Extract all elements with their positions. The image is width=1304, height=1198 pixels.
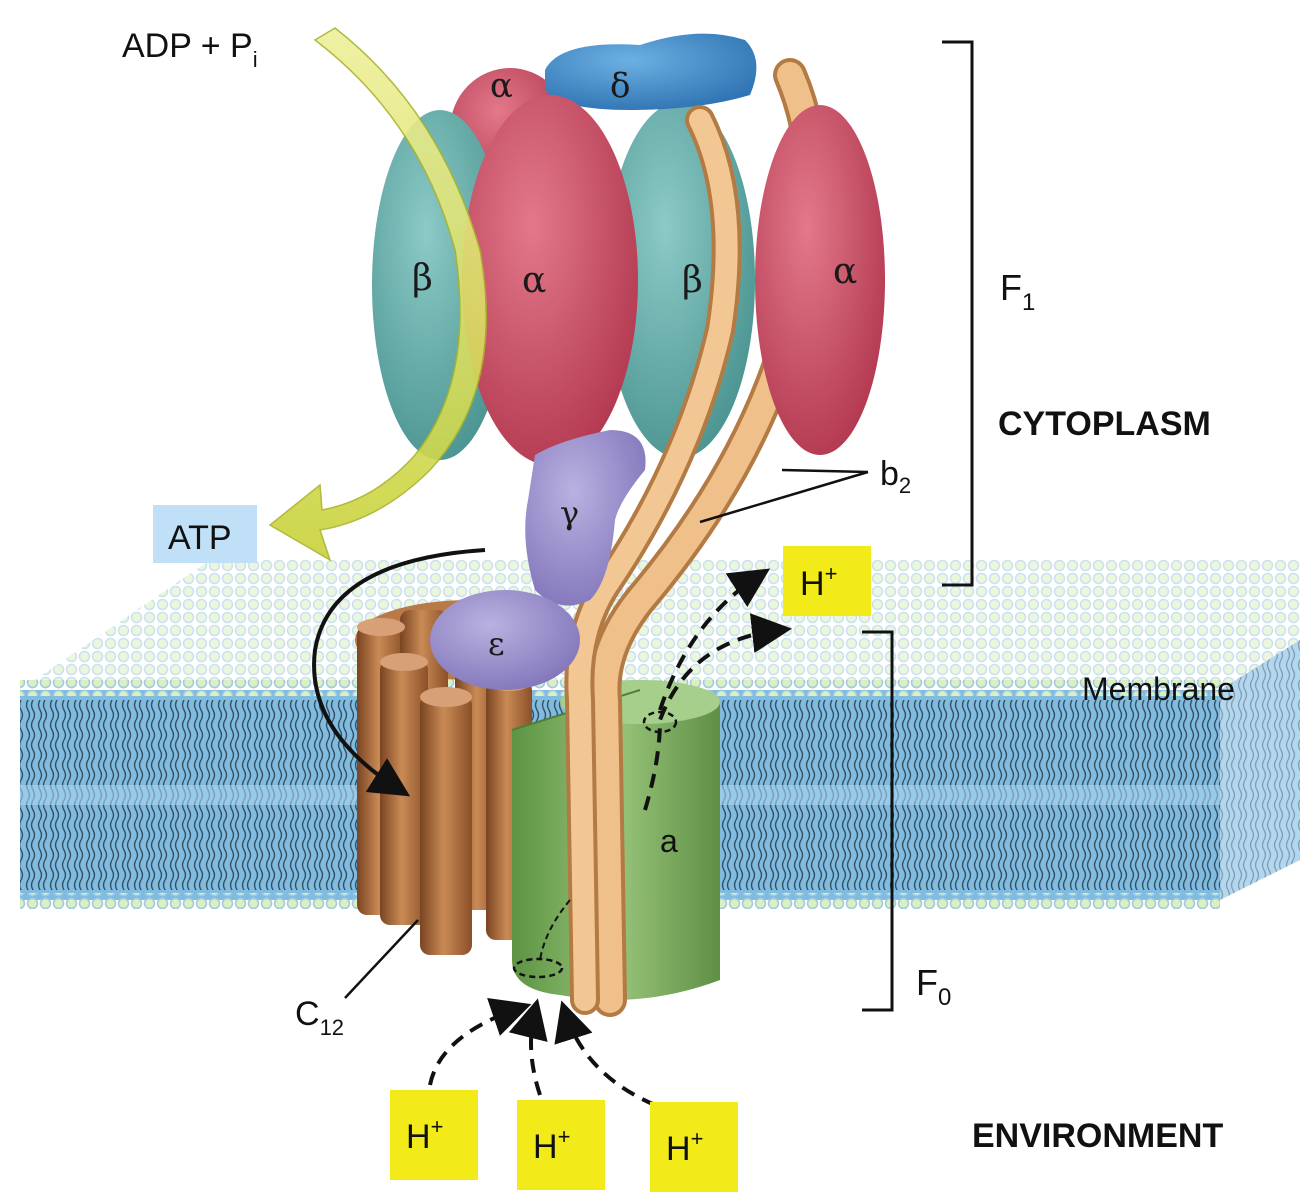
atp-box — [153, 505, 257, 563]
svg-text:H+: H+ — [406, 1114, 443, 1156]
environment-label: ENVIRONMENT — [972, 1117, 1223, 1155]
beta-right-label: β — [682, 260, 703, 301]
leader-lines — [344, 468, 869, 999]
proton-box-top: H+ — [783, 546, 871, 616]
epsilon-label: ε — [488, 625, 505, 663]
proton-box-env-3: H+ — [650, 1102, 738, 1192]
svg-text:H+: H+ — [666, 1126, 703, 1168]
gamma-epsilon-rotor — [430, 430, 646, 690]
alpha-center-label: α — [522, 260, 546, 301]
alpha-top-label: α — [490, 66, 513, 106]
cytoplasm-label: CYTOPLASM — [998, 405, 1211, 443]
b2-label: b2 — [880, 455, 911, 498]
alpha-right-label: α — [833, 251, 857, 292]
svg-text:H+: H+ — [533, 1124, 570, 1166]
proton-box-env-2: H+ — [517, 1100, 605, 1190]
rotation-arrow — [312, 548, 486, 797]
f0-bracket — [862, 630, 894, 1012]
proton-pathways — [428, 568, 792, 1107]
adp-pi-label: ADP + Pi — [122, 27, 258, 72]
f0-label: F0 — [916, 962, 951, 1011]
svg-text:H+: H+ — [800, 561, 837, 603]
atp-label: ATP — [168, 519, 232, 557]
f1-label: F1 — [1000, 267, 1035, 316]
proton-site-markers — [512, 710, 678, 979]
c12-label: C12 — [295, 995, 344, 1040]
b2-stator-front — [564, 105, 742, 1015]
delta-label: δ — [610, 66, 630, 106]
f1-bracket — [942, 40, 974, 587]
subunit-a-label: a — [660, 823, 678, 859]
adp-to-atp-arrow — [268, 27, 487, 562]
beta-left-label: β — [412, 258, 433, 299]
proton-box-env-1: H+ — [390, 1090, 478, 1180]
gamma-label: γ — [560, 494, 579, 532]
membrane-label: Membrane — [1082, 671, 1235, 707]
